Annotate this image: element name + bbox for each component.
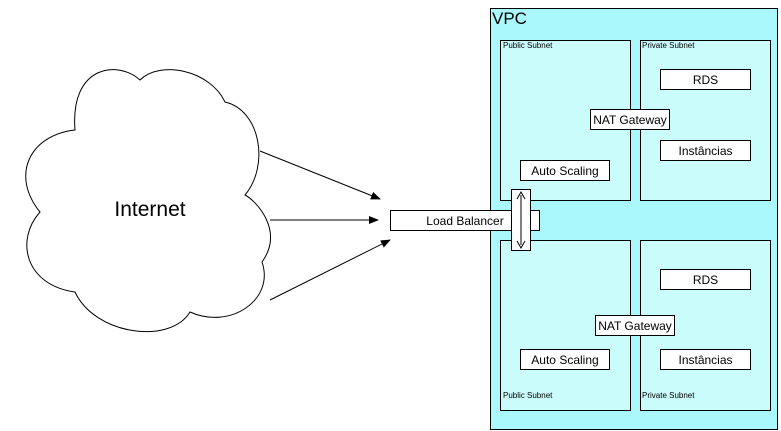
internet-label: Internet	[114, 198, 186, 221]
instances-box-bottom: Instâncias	[660, 349, 751, 370]
double-arrow-icon	[516, 190, 526, 250]
auto-scaling-box-top: Auto Scaling	[520, 160, 610, 181]
public-subnet-top-label: Public Subnet	[503, 41, 553, 50]
internet-arrow-bottom	[269, 239, 391, 301]
public-subnet-bottom-label: Public Subnet	[503, 391, 553, 400]
private-subnet-bottom-label: Private Subnet	[642, 391, 695, 400]
auto-scaling-box-bottom: Auto Scaling	[520, 349, 610, 370]
rds-box-top: RDS	[660, 69, 751, 90]
nat-gateway-box-top: NAT Gateway	[590, 109, 670, 130]
load-balancer-box: Load Balancer	[390, 210, 540, 231]
nat-gateway-box-bottom: NAT Gateway	[595, 315, 675, 336]
internet-arrow-top	[259, 150, 381, 200]
private-subnet-top-label: Private Subnet	[642, 41, 695, 50]
instances-box-top: Instâncias	[660, 140, 751, 161]
rds-box-bottom: RDS	[660, 269, 751, 290]
internet-cloud-shape	[25, 69, 271, 333]
vpc-title: VPC	[492, 9, 527, 28]
